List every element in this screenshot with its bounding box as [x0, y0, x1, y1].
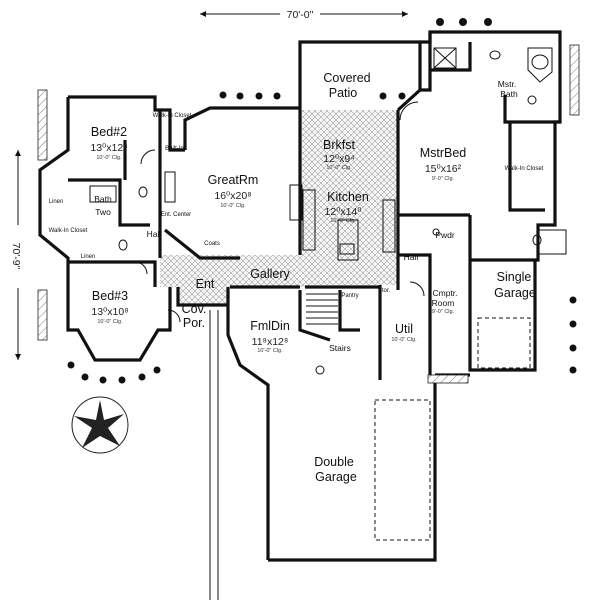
- depth-dimension-label: 70'-9": [10, 243, 22, 270]
- walk-in-closet-top: Walk-In Closet: [153, 113, 192, 119]
- kitchen-name: Kitchen: [327, 190, 369, 204]
- covered-porch-line2: Por.: [183, 316, 205, 330]
- formal-dining-ceiling: 10'-0" Clg.: [257, 348, 283, 354]
- bed2-size: 13⁰x12⁸: [90, 142, 127, 154]
- bed3-ceiling: 10'-0" Clg.: [97, 319, 123, 325]
- landscaping: [37, 18, 580, 454]
- single-garage-line1: Single: [497, 270, 532, 284]
- double-garage-line1: Double: [314, 455, 354, 469]
- tree: [71, 396, 129, 454]
- gallery-name: Gallery: [250, 267, 290, 281]
- entry-floor: [178, 285, 228, 305]
- fixtures: [89, 47, 553, 375]
- entry-name: Ent: [196, 277, 215, 291]
- width-dimension-label: 70'-0": [287, 9, 314, 21]
- built-ins: Built-Ins: [165, 146, 187, 152]
- linen-bottom: Linen: [81, 254, 96, 260]
- walk-in-closet-master: Walk-In Closet: [505, 166, 544, 172]
- doors: [134, 101, 425, 323]
- bath-two-line1: Bath: [94, 194, 112, 204]
- great-room-name: GreatRm: [208, 173, 259, 187]
- room-labels: Bed#2 13⁰x12⁸ 10'-0" Clg. Bath Two Bed#3…: [90, 71, 536, 484]
- bed3-name: Bed#3: [92, 289, 128, 303]
- patio-line1: Covered: [323, 71, 370, 85]
- hall-right-name: Hall: [404, 252, 419, 262]
- brkfst-size: 12⁰x9⁴: [323, 153, 355, 165]
- gallery-floor: [160, 255, 305, 287]
- hall-left-name: Hall: [147, 229, 162, 239]
- double-garage-door: [374, 399, 431, 541]
- formal-dining-size: 11⁸x12⁸: [252, 336, 289, 348]
- bed2-ceiling: 10'-0" Clg.: [96, 155, 122, 161]
- width-dimension: 70'-0": [200, 9, 408, 21]
- linen-top: Linen: [49, 199, 64, 205]
- great-room-ceiling: 10'-0" Clg.: [220, 203, 246, 209]
- stairs-treads: [306, 293, 338, 325]
- computer-room-ceiling: 9'-0" Clg.: [432, 309, 455, 315]
- great-room-size: 16⁰x20⁸: [214, 190, 251, 202]
- master-bed-size: 15⁰x16²: [425, 163, 462, 175]
- single-garage-door: [477, 317, 531, 369]
- double-garage-line2: Garage: [315, 470, 357, 484]
- garage-box: [537, 229, 567, 255]
- small-labels: Walk-In Closet Walk-In Closet Walk-In Cl…: [49, 113, 544, 299]
- brkfst-name: Brkfst: [323, 138, 355, 152]
- master-bath-line2: Bath: [500, 89, 518, 99]
- kitchen-ceiling: 10'-0" Clg.: [330, 218, 356, 224]
- bath-two-line2: Two: [95, 207, 111, 217]
- bed2-name: Bed#2: [91, 125, 127, 139]
- kitchen-size: 12⁰x14⁰: [324, 206, 362, 218]
- storage: Stor.: [378, 288, 391, 294]
- bed3-size: 13⁰x10⁸: [91, 306, 128, 318]
- kitchen-floor: [300, 110, 398, 285]
- brkfst-ceiling: 10'-0" Clg.: [326, 165, 352, 171]
- master-bed-name: MstrBed: [420, 146, 467, 160]
- formal-dining-name: FmlDin: [250, 319, 290, 333]
- depth-dimension: 70'-9": [10, 150, 22, 360]
- master-bath-line1: Mstr.: [498, 79, 516, 89]
- powder-room-name: Pwdr: [435, 230, 455, 240]
- covered-porch-line1: Cov.: [182, 302, 207, 316]
- utility-name: Util: [395, 322, 413, 336]
- master-bed-ceiling: 9'-0" Clg.: [432, 176, 455, 182]
- single-garage-line2: Garage: [494, 286, 536, 300]
- walk-in-closet-left: Walk-In Closet: [49, 228, 88, 234]
- computer-room-line1: Cmptr.: [432, 288, 457, 298]
- ent-center: Ent. Center: [161, 212, 191, 218]
- interior-walls: [68, 32, 560, 375]
- utility-ceiling: 10'-0" Clg.: [391, 337, 417, 343]
- coats: Coats: [204, 241, 220, 247]
- patio-line2: Patio: [329, 86, 358, 100]
- computer-room-line2: Room: [432, 298, 455, 308]
- stairs-name: Stairs: [329, 343, 351, 353]
- pantry: Pantry: [341, 293, 358, 299]
